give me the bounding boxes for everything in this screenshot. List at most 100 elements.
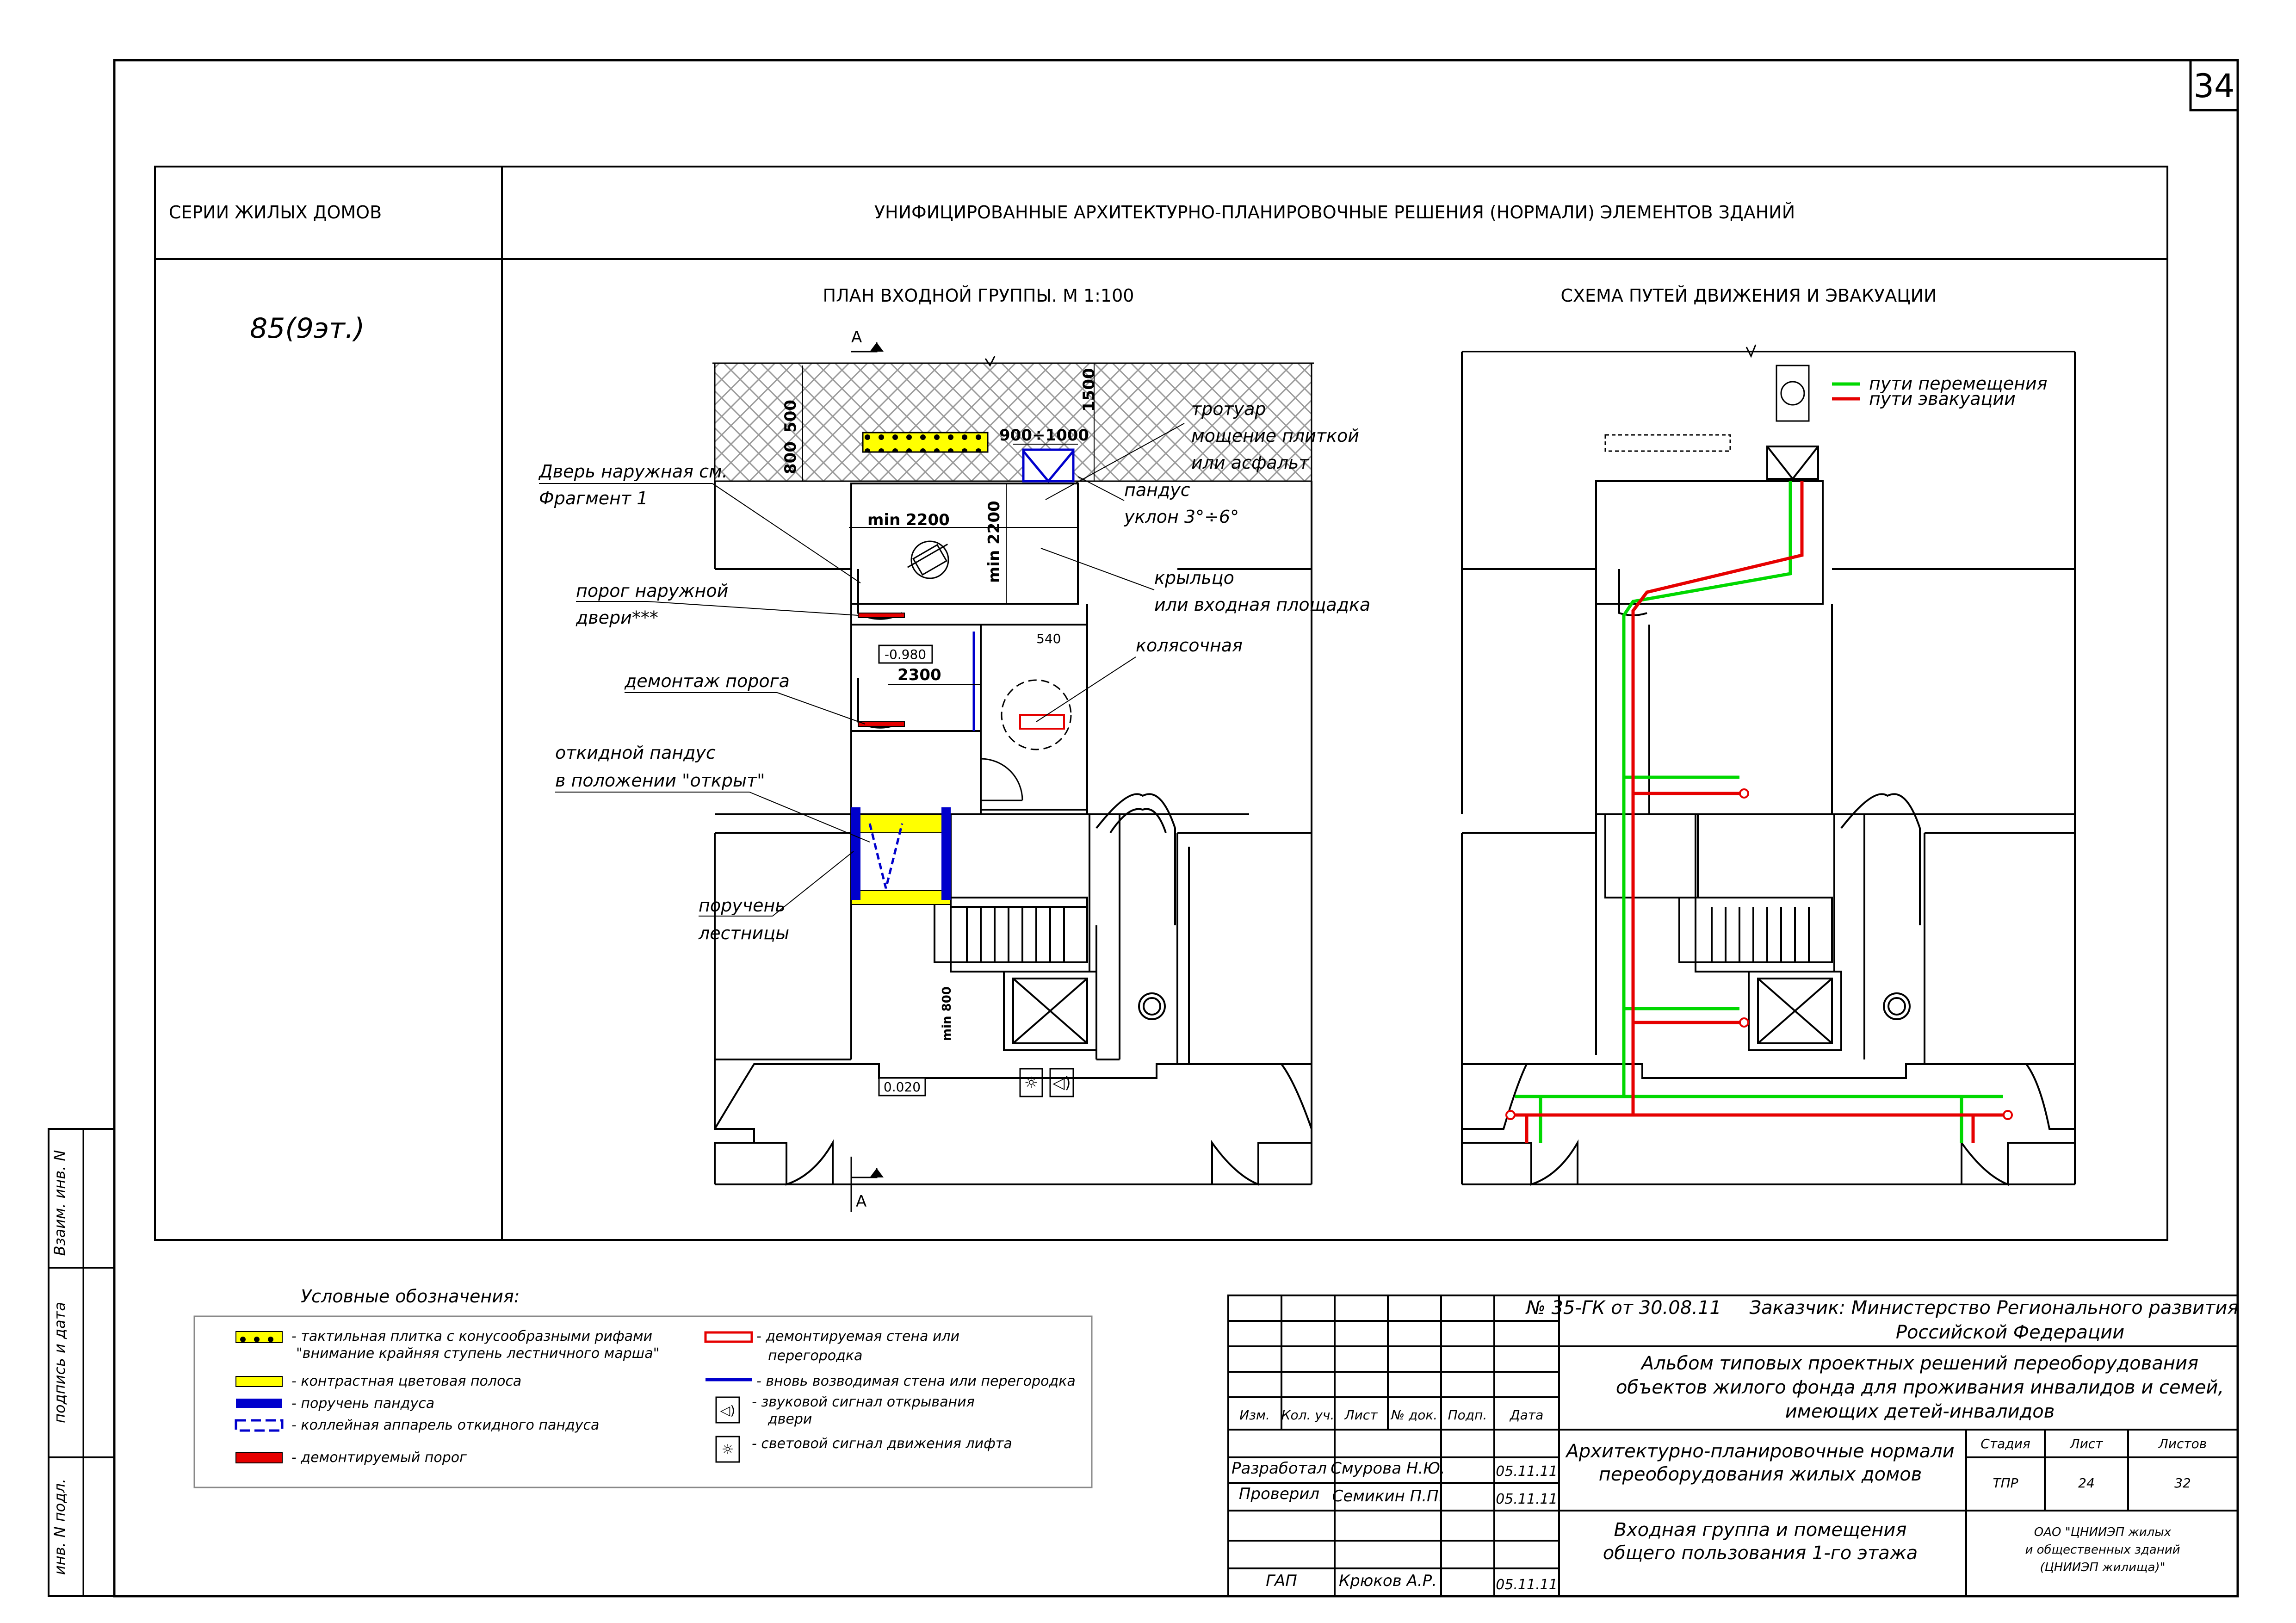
dim-540: 540: [1036, 631, 1061, 646]
tb-sheet-title-2: общего пользования 1-го этажа: [1603, 1542, 1918, 1564]
svg-text:☼: ☼: [722, 1442, 734, 1458]
dim-1500: 1500: [1080, 368, 1098, 412]
label-handrail-1: поручень: [699, 895, 786, 916]
tb-head-data: Дата: [1509, 1407, 1544, 1423]
sheet-number: 34: [2193, 67, 2234, 105]
legend-item-9: - световой сигнал движения лифта: [752, 1436, 1012, 1452]
tb-date-3: 05.11.11: [1496, 1577, 1558, 1593]
evacuation-path: [1510, 481, 2008, 1143]
label-sidewalk-1: тротуар: [1191, 399, 1266, 419]
svg-text:◁): ◁): [720, 1403, 735, 1418]
evacuation-scheme: [1461, 344, 2076, 1186]
level-value-1: -0.980: [885, 647, 926, 662]
level-mark-1: [878, 644, 933, 664]
series-value: 85(9эт.): [250, 312, 365, 345]
sidewalk-paving: [714, 362, 1312, 482]
dim-min2200-h: min 2200: [867, 511, 950, 529]
tb-head-sheets: Листов: [2158, 1436, 2207, 1451]
tb-role-2: Проверил: [1239, 1485, 1319, 1503]
label-porch-2: или входная площадка: [1154, 595, 1370, 615]
entrance-plan: ☼ ◁): [712, 356, 1314, 1186]
dim-2300: 2300: [897, 666, 941, 684]
legend-item-6b: перегородка: [768, 1348, 862, 1364]
legend-item-8a: - звуковой сигнал открывания: [752, 1394, 975, 1410]
tb-section-1: Архитектурно-планировочные нормали: [1565, 1441, 1954, 1462]
tb-name-2: Семикин П.П.: [1332, 1487, 1444, 1505]
movement-path: [1515, 481, 2003, 1143]
tb-role-1: Разработал: [1232, 1459, 1327, 1478]
label-door-ref-2: Фрагмент 1: [539, 488, 648, 508]
legend-item-7: - вновь возводимая стена или перегородка: [756, 1373, 1076, 1389]
threshold-inner: [858, 721, 905, 727]
tb-head-podp: Подп.: [1448, 1407, 1487, 1423]
sound-signal-glyph: ◁): [1052, 1074, 1071, 1092]
dim-min800: min 800: [940, 986, 954, 1041]
label-ramp-open-1: откидной пандус: [555, 743, 716, 763]
dim-500: 500: [781, 400, 800, 433]
tb-album-1: Альбом типовых проектных решений переобо…: [1640, 1353, 2198, 1374]
series-title: СЕРИИ ЖИЛЫХ ДОМОВ: [169, 202, 382, 223]
tb-customer-1: Заказчик: Министерство Регионального раз…: [1749, 1297, 2238, 1319]
label-ramp-open-2: в положении "открыт": [555, 770, 765, 791]
legend-item-4: - коллейная аппарель откидного пандуса: [291, 1417, 599, 1433]
main-title: УНИФИЦИРОВАННЫЕ АРХИТЕКТУРНО-ПЛАНИРОВОЧН…: [874, 202, 1795, 223]
label-sidewalk-3: или асфальт: [1191, 452, 1310, 473]
tb-head-list: Лист: [1344, 1407, 1378, 1423]
legend-item-8b: двери: [767, 1411, 812, 1427]
tb-head-kol: Кол. уч.: [1281, 1407, 1335, 1423]
tb-date-2: 05.11.11: [1496, 1491, 1558, 1507]
light-signal-glyph: ☼: [1024, 1074, 1038, 1092]
tb-name-1: Смурова Н.Ю.: [1331, 1459, 1445, 1478]
legend-item-1a: - тактильная плитка с конусообразными ри…: [291, 1328, 652, 1344]
legend-item-1b: "внимание крайняя ступень лестничного ма…: [296, 1345, 659, 1362]
label-ramp-1: пандус: [1124, 480, 1190, 500]
tb-role-3: ГАП: [1266, 1572, 1297, 1590]
legend-item-2: - контрастная цветовая полоса: [291, 1373, 521, 1389]
tb-customer-2: Российской Федерации: [1896, 1322, 2124, 1343]
ramp-handrail: [851, 807, 860, 900]
label-stroller: колясочная: [1136, 635, 1243, 656]
tactile-tile: [862, 432, 989, 453]
tb-sheets: 32: [2174, 1475, 2191, 1491]
plan-leader-lines: [539, 423, 1185, 917]
tb-head-ndok: № док.: [1390, 1407, 1437, 1423]
level-mark-2: [878, 1077, 926, 1096]
tb-section-2: переоборудования жилых домов: [1599, 1464, 1922, 1485]
dim-900-1000: 900÷1000: [999, 426, 1089, 445]
light-signal-icon: [1019, 1068, 1043, 1097]
section-mark-bottom: А: [856, 1192, 866, 1211]
tb-stage: ТПР: [1993, 1475, 2018, 1491]
legend-swatches: ◁) ☼: [235, 1331, 753, 1463]
sound-signal-icon: [1049, 1068, 1074, 1097]
label-threshold-2: двери***: [576, 607, 658, 628]
contrast-strip-bottom: [851, 890, 951, 905]
label-ramp-2: уклон 3°÷6°: [1124, 507, 1239, 527]
main-table: [154, 166, 2168, 1241]
legend-item-5: - демонтируемый порог: [291, 1450, 467, 1466]
threshold-outer: [858, 613, 905, 618]
wheelchair-icon: [907, 540, 949, 579]
scheme-title: СХЕМА ПУТЕЙ ДВИЖЕНИЯ И ЭВАКУАЦИИ: [1560, 285, 1937, 306]
scheme-legend-movement: пути перемещения: [1869, 373, 2048, 394]
porch: [850, 483, 1079, 605]
stamp-field-2: подпись и дата: [51, 1302, 68, 1423]
legend-item-3: - поручень пандуса: [291, 1395, 434, 1412]
tb-contract: № 35-ГК от 30.08.11: [1525, 1297, 1721, 1319]
tb-sheet-title-1: Входная группа и помещения: [1614, 1519, 1907, 1541]
dim-min2200-v: min 2200: [985, 501, 1003, 583]
tb-album-2: объектов жилого фонда для проживания инв…: [1616, 1377, 2224, 1398]
tb-sheet: 24: [2078, 1475, 2095, 1491]
level-value-2: 0.020: [884, 1079, 921, 1095]
tb-org-2: и общественных зданий: [2025, 1543, 2180, 1557]
label-porch-1: крыльцо: [1154, 568, 1234, 588]
tb-name-3: Крюков А.Р.: [1339, 1572, 1437, 1590]
tb-head-izm: Изм.: [1239, 1407, 1270, 1423]
plan-title: ПЛАН ВХОДНОЙ ГРУППЫ. М 1:100: [823, 285, 1134, 306]
scheme-legend-evacuation: пути эвакуации: [1869, 389, 2016, 409]
legend-item-6a: - демонтируемая стена или: [756, 1328, 959, 1344]
section-mark-top: А: [851, 328, 862, 347]
legend-title: Условные обозначения:: [301, 1286, 520, 1307]
tb-org-3: (ЦНИИЭП жилища)": [2040, 1561, 2165, 1574]
